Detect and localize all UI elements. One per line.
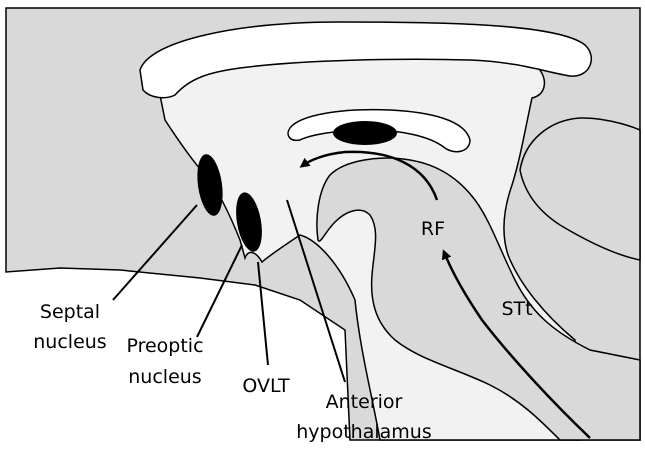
- ovlt-label: OVLT: [242, 375, 290, 397]
- septal-label-line2: nucleus: [33, 331, 106, 353]
- preoptic-label-line1: Preoptic: [126, 335, 203, 357]
- septal-label-line1: Septal: [40, 301, 100, 323]
- stt-label: STt: [501, 298, 532, 320]
- anterior-label-line1: Anterior: [326, 391, 403, 413]
- fornix-nucleus-shape: [333, 121, 397, 145]
- rf-label: RF: [421, 218, 445, 240]
- anterior-label-line2: hypothalamus: [296, 421, 431, 443]
- preoptic-label-line2: nucleus: [128, 366, 201, 388]
